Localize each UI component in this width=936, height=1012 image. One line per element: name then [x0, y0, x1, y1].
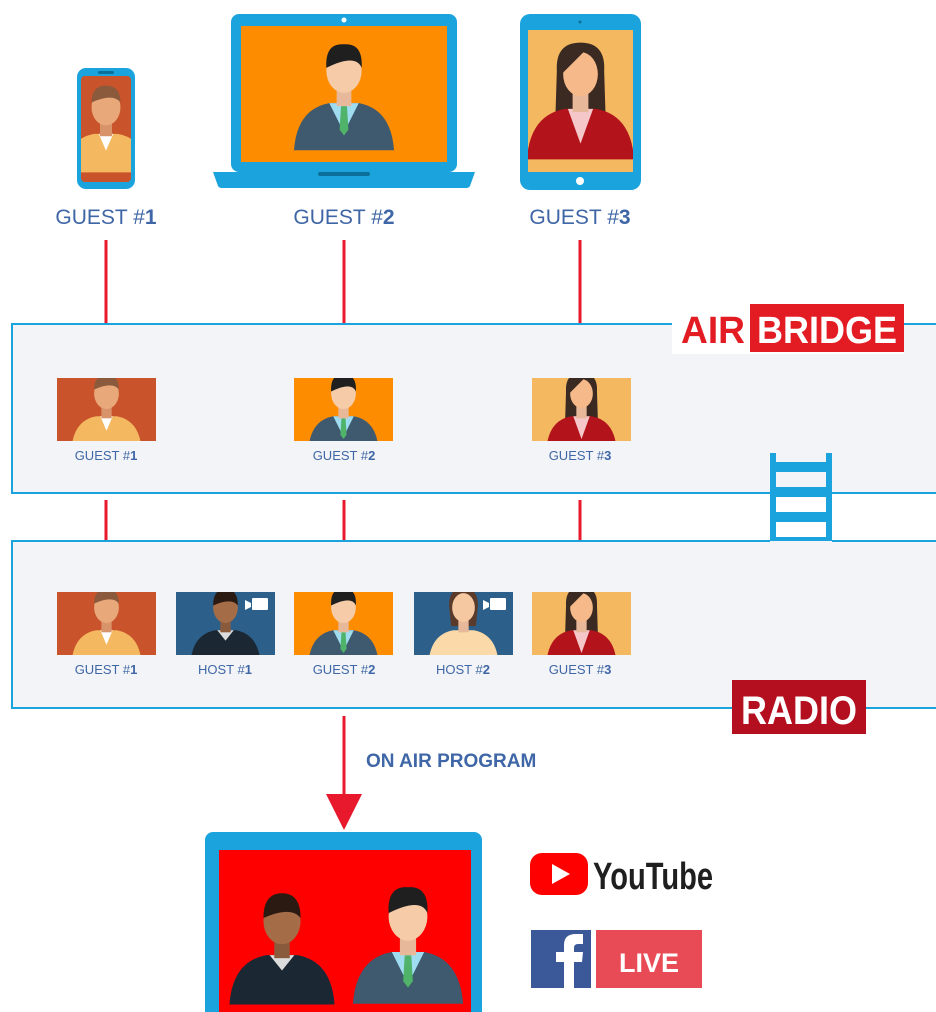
- device-label-guest-3: GUEST #3: [529, 206, 630, 229]
- camera-icon: [483, 598, 506, 610]
- live-badge-text: LIVE: [619, 948, 679, 978]
- camera-icon: [245, 598, 268, 610]
- radio-tile-guest-1: [57, 592, 156, 655]
- airbridge-panel: [11, 323, 936, 494]
- laptop-device: [213, 14, 475, 188]
- device-label-guest-1: GUEST #1: [55, 206, 156, 229]
- logo-text-bridge: BRIDGE: [757, 310, 897, 352]
- radio-logo: RADIO: [732, 680, 866, 734]
- airbridge-label-guest-3: GUEST #3: [549, 448, 612, 463]
- airbridge-label-guest-2: GUEST #2: [313, 448, 376, 463]
- radio-tile-guest-2: [294, 592, 393, 655]
- phone-device: [77, 68, 135, 189]
- program-monitor: [205, 832, 482, 1012]
- logo-text-air: AIR: [681, 310, 745, 352]
- youtube-wordmark: YouTube: [593, 856, 713, 898]
- radio-label-guest-2: GUEST #2: [313, 662, 376, 677]
- radio-label-guest-3: GUEST #3: [549, 662, 612, 677]
- radio-label-guest-1: GUEST #1: [75, 662, 138, 677]
- airbridge-label-guest-1: GUEST #1: [75, 448, 138, 463]
- radio-tile-host-2: [414, 592, 513, 655]
- device-label-guest-2: GUEST #2: [293, 206, 394, 229]
- airbridge-tile-guest-2: [294, 378, 393, 441]
- logo-text-radio: RADIO: [741, 689, 857, 733]
- tablet-device: [520, 14, 641, 190]
- radio-label-host-1: HOST #1: [198, 662, 252, 677]
- airbridge-tile-guest-3: [532, 378, 631, 441]
- radio-tile-host-1: [176, 592, 275, 655]
- on-air-program-label: ON AIR PROGRAM: [366, 751, 536, 772]
- radio-tile-guest-3: [532, 592, 631, 655]
- airbridge-logo: AIR BRIDGE: [672, 302, 904, 354]
- radio-label-host-2: HOST #2: [436, 662, 490, 677]
- airbridge-tile-guest-1: [57, 378, 156, 441]
- facebook-live-logo: LIVE: [531, 930, 702, 988]
- youtube-logo: YouTube: [530, 853, 713, 898]
